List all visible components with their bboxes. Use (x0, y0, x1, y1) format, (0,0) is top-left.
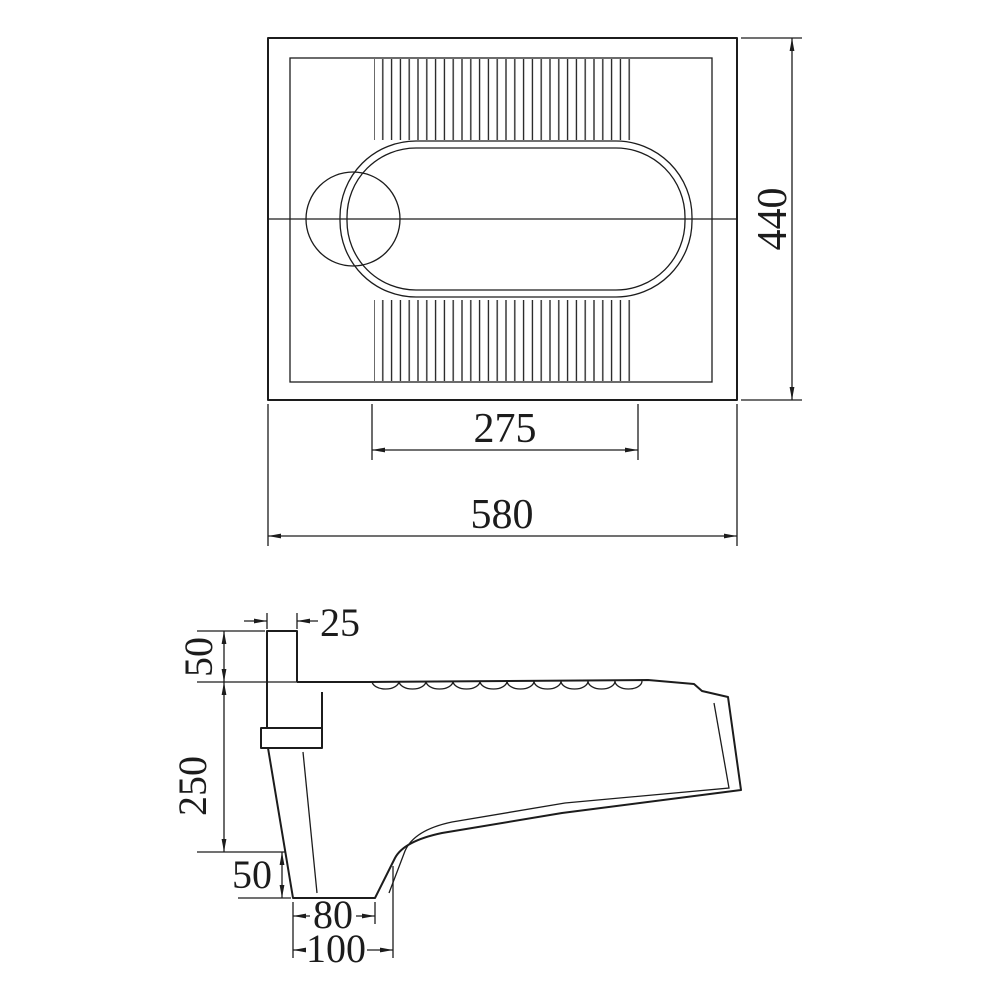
side-view: 25 50 250 50 80 (170, 600, 742, 971)
dim-label-80: 80 (313, 892, 353, 937)
dim-label-275: 275 (474, 406, 537, 452)
dim-label-580: 580 (471, 492, 534, 538)
tread-scallops (371, 680, 643, 690)
inner-wall-right (388, 702, 730, 894)
dimension-275: 275 (371, 404, 639, 460)
inner-wall-left (302, 751, 318, 894)
dimension-50-outlet: 50 (232, 852, 291, 899)
drain-ribs-top (374, 59, 637, 140)
dim-label-100: 100 (306, 926, 366, 971)
drain-ribs-bottom (374, 300, 637, 381)
dim-label-25: 25 (320, 600, 360, 645)
dimension-250: 250 (170, 682, 286, 853)
dimension-50-inlet: 50 (176, 630, 314, 683)
dim-label-50-inlet: 50 (176, 637, 221, 677)
dimension-100: 100 (293, 866, 394, 971)
inlet-spud (266, 630, 298, 728)
dim-label-250: 250 (170, 756, 215, 816)
top-view: 440 275 580 (267, 37, 802, 546)
dim-label-50-outlet: 50 (232, 852, 272, 897)
dimension-580: 580 (267, 404, 738, 546)
pan-body-profile (267, 679, 742, 899)
dim-label-440: 440 (750, 188, 796, 251)
pan-rim-inner-edge (289, 57, 713, 383)
inlet-spud-flange (260, 727, 323, 749)
dimension-80: 80 (292, 892, 376, 958)
dimension-440: 440 (741, 37, 802, 401)
dimension-25: 25 (244, 600, 360, 645)
